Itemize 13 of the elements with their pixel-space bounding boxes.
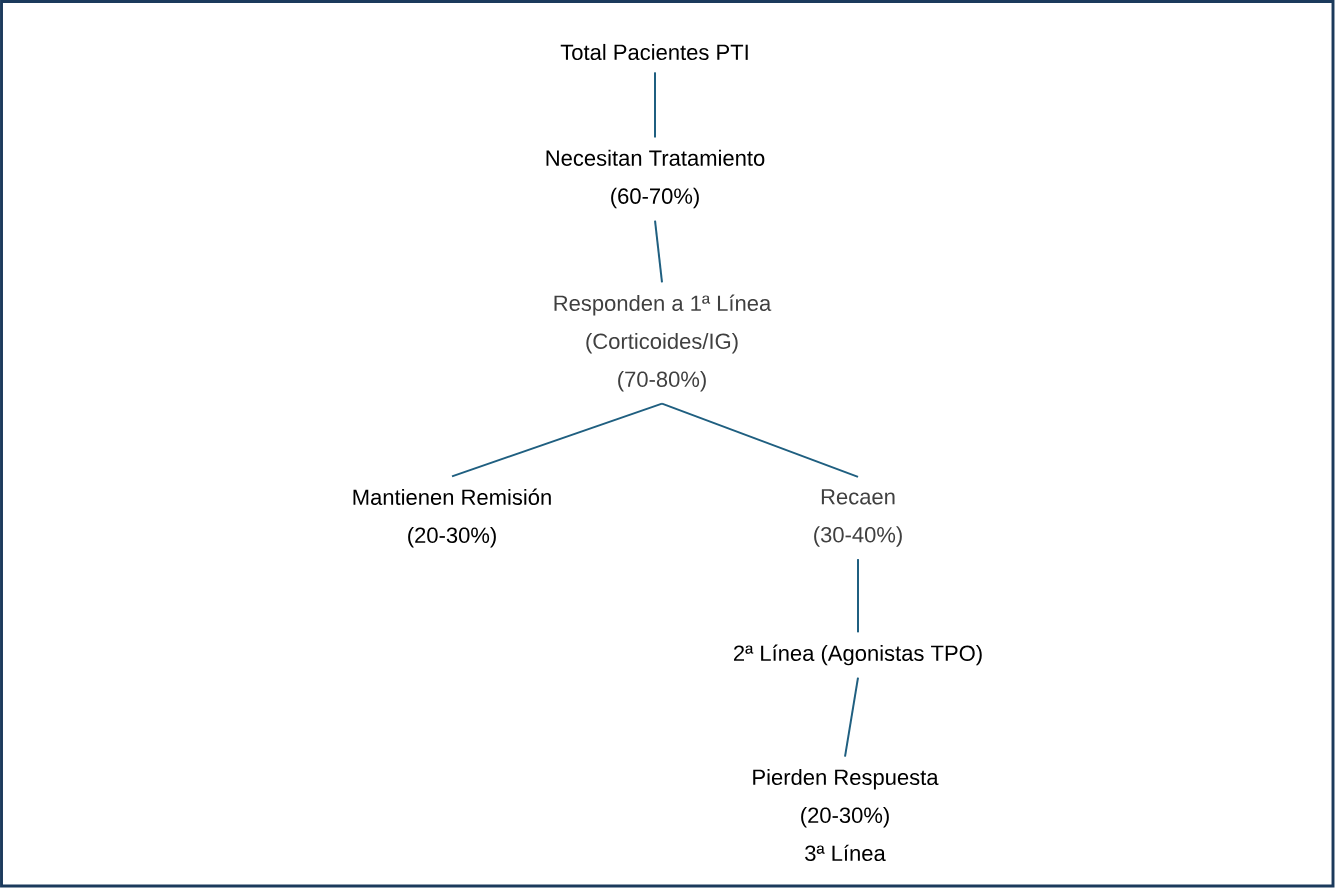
node-text: Pierden Respuesta (20-30%) 3ª Línea [753, 768, 939, 862]
connector-line [661, 402, 859, 478]
node-text: 2ª Línea (Agonistas TPO) [734, 644, 982, 666]
connector-line [857, 558, 859, 634]
node-text: Recaen (30-40%) [814, 489, 902, 547]
node-text: Responden a 1ª Línea (Corticoides/IG) (70-80%) [554, 294, 772, 392]
node-text: Mantienen Remisión (20-30%) [353, 488, 551, 548]
node-text: Total Pacientes PTI [560, 43, 748, 61]
connector-line [654, 71, 656, 139]
connector-line [654, 219, 663, 284]
connector-line [451, 402, 663, 478]
node-text: Necesitan Tratamiento (60-70%) [546, 149, 765, 209]
connector-line [844, 676, 859, 758]
